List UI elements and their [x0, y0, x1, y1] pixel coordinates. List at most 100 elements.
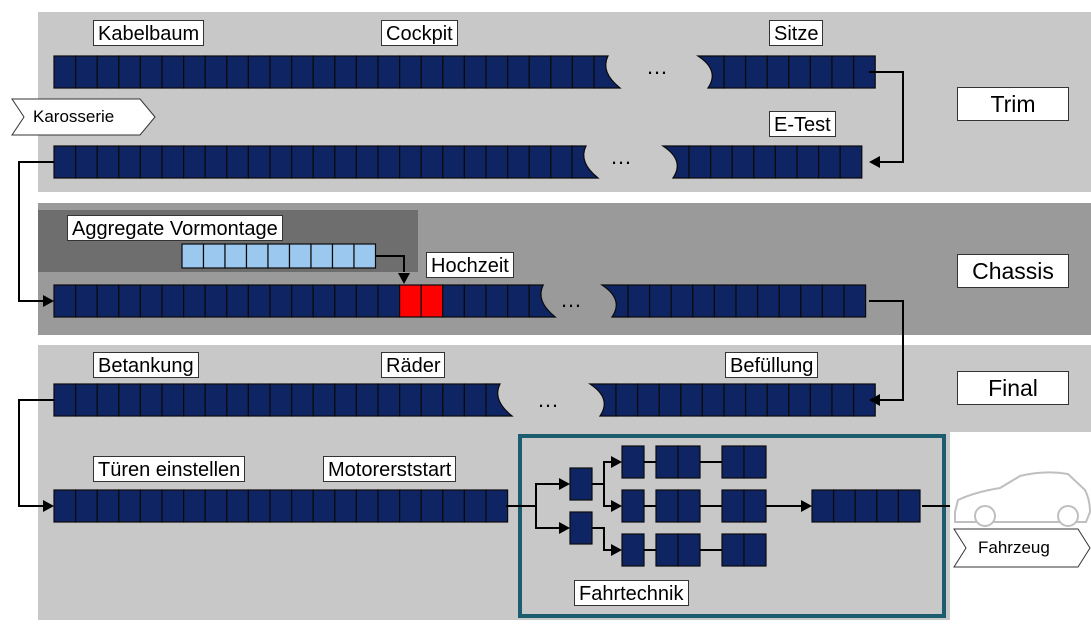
chassis-station [74, 284, 98, 318]
fahrtechnik-in-upper [506, 483, 560, 507]
fahrtechnik-output-station [811, 489, 835, 523]
trim-lower-station [688, 145, 712, 179]
trim-lower-station [118, 145, 142, 179]
station-label-betankung: Betankung [93, 352, 199, 378]
fahrtechnik-station [721, 445, 745, 479]
station-label-tueren: Türen einstellen [93, 456, 246, 482]
station-label-aggregate: Aggregate Vormontage [67, 215, 283, 241]
fahrtechnik-station [621, 533, 645, 567]
final-upper-station [139, 383, 163, 417]
connectors-layer [18, 71, 950, 556]
aggregate-station [202, 243, 226, 269]
trim-lower-station [420, 145, 444, 179]
chassis-station [507, 284, 530, 318]
trim-upper-station [53, 55, 77, 89]
fahrtechnik-station [721, 533, 745, 567]
final-lower-station [161, 489, 185, 523]
trim-upper-station [766, 55, 790, 89]
trim-upper-station [226, 55, 250, 89]
trim-upper-station [334, 55, 357, 89]
final-upper-station [96, 383, 120, 417]
final-lower-station [247, 489, 271, 523]
karosserie-tag [11, 98, 156, 136]
final-lower-station [399, 489, 422, 523]
chassis-station [377, 284, 401, 318]
fahrtechnik-station [677, 533, 701, 567]
trim-lower-station [139, 145, 163, 179]
fahrtechnik-station [743, 489, 767, 523]
sitze-to-etest-arrowhead [869, 156, 880, 168]
trim-upper-station [528, 55, 552, 89]
final-upper-station [377, 383, 401, 417]
fahrtechnik-in-lower-arrowhead [559, 522, 570, 534]
trim-upper-station [377, 55, 401, 89]
fahrtechnik-output-station [832, 489, 856, 523]
trim-lower-station [399, 145, 422, 179]
fahrtechnik-station [677, 445, 701, 479]
final-upper-station [291, 383, 314, 417]
aggregate-station [288, 243, 312, 269]
station-label-hochzeit: Hochzeit [426, 252, 514, 278]
final-upper-station [766, 383, 790, 417]
fahrtechnik-station [569, 467, 593, 501]
trim-lower-station [796, 145, 820, 179]
trim-upper-station [269, 55, 293, 89]
fahrtechnik-branch-b-arrowhead [611, 500, 622, 512]
final-zone-lower [38, 432, 950, 620]
final-upper-station [680, 383, 703, 417]
chassis-station [355, 284, 379, 318]
fahrtechnik-station [655, 489, 679, 523]
torn-edge-right [528, 284, 557, 318]
final-lower-station [291, 489, 314, 523]
chassis-station [118, 284, 142, 318]
fahrtechnik-in-upper-arrowhead [559, 478, 570, 490]
final-lower-station [463, 489, 487, 523]
chassis-station [334, 284, 357, 318]
fahrtechnik-station [743, 445, 767, 479]
chassis-station [692, 284, 715, 318]
final-upper-station [312, 383, 336, 417]
final-upper-station [831, 383, 855, 417]
chassis-station [713, 284, 737, 318]
trim-upper-station [788, 55, 811, 89]
final-lower-station [420, 489, 444, 523]
trim-upper-station [550, 55, 573, 89]
fahrtechnik-in-lower [535, 506, 560, 529]
fahrzeug-tag [953, 528, 1091, 568]
car-outline-icon [954, 471, 1091, 527]
trim-upper-station [442, 55, 465, 89]
trim-upper-station [463, 55, 487, 89]
chassis-station [648, 284, 672, 318]
station-label-raeder: Räder [381, 352, 446, 378]
fahrtechnik-branch-a-arrowhead [611, 456, 622, 468]
trim-lower-station [377, 145, 401, 179]
final-lower-station [485, 489, 509, 523]
torn-edge-left [695, 55, 725, 89]
trim-lower-station [53, 145, 77, 179]
fahrtechnik-station [655, 445, 679, 479]
chassis-station [161, 284, 185, 318]
final-upper-station [74, 383, 98, 417]
station-label-fahrtechnik: Fahrtechnik [574, 580, 689, 606]
trim-lower-station [204, 145, 228, 179]
trim-upper-station [571, 55, 595, 89]
trim-lower-station [507, 145, 530, 179]
chassis-station [463, 284, 487, 318]
trim-upper-station [74, 55, 98, 89]
ellipsis-trim-upper: … [646, 54, 671, 79]
ellipsis-final: … [537, 387, 562, 412]
trim-lower-station [96, 145, 120, 179]
final-upper-station [118, 383, 142, 417]
trim-lower-station [485, 145, 509, 179]
final-upper-station [183, 383, 206, 417]
fahrtechnik-branch-b [603, 484, 612, 507]
zone-label-final: Final [957, 371, 1069, 405]
final-upper-station [247, 383, 271, 417]
trim-upper-station [485, 55, 509, 89]
trim-upper-station [399, 55, 422, 89]
stations-layer [53, 55, 921, 567]
trim-lower-station [183, 145, 206, 179]
final-lower-station [53, 489, 77, 523]
chassis-station [247, 284, 271, 318]
